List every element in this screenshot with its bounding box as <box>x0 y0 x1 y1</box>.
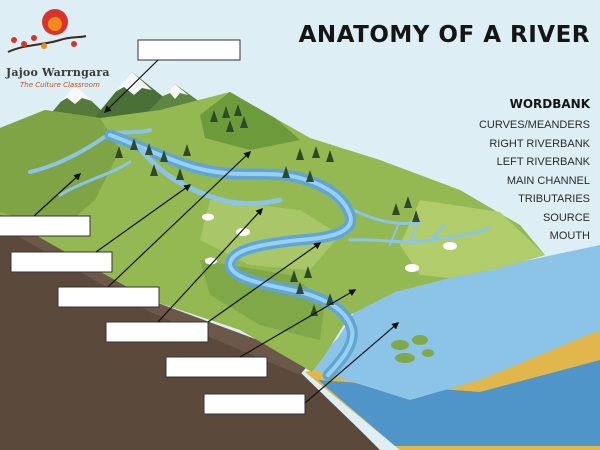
left-hill-shade <box>0 110 120 230</box>
pine-tree <box>412 210 420 222</box>
pine-tree <box>282 166 290 178</box>
river-upper-bend <box>137 145 283 207</box>
pine-tree <box>145 143 153 155</box>
logo-name: Jajoo Warrngara <box>6 66 110 79</box>
arrow-right-riverbank <box>207 242 322 323</box>
pine-tree <box>160 150 168 162</box>
wordbank-item: RIGHT RIVERBANK <box>489 137 590 150</box>
label-boxes <box>0 39 306 415</box>
pine-tree <box>234 104 242 116</box>
mountain-snow-left <box>60 85 92 104</box>
arrow-mouth-inner <box>239 289 357 358</box>
pine-tree <box>130 138 138 150</box>
arrow-source <box>103 59 159 114</box>
delta-island <box>422 349 434 357</box>
tributary-branch <box>389 221 446 246</box>
label-box-curves[interactable] <box>57 286 160 308</box>
logo-tagline: The Culture Classroom <box>20 81 100 89</box>
sheep <box>205 257 217 265</box>
label-box-main-channel[interactable] <box>105 321 209 343</box>
wordbank-item: SOURCE <box>542 211 590 224</box>
logo-blossom-inner <box>48 17 62 31</box>
pine-tree <box>306 170 314 182</box>
delta-island <box>395 353 415 363</box>
label-box-right-riverbank[interactable] <box>165 356 268 378</box>
pine-tree <box>226 120 234 132</box>
wordbank: WORDBANK CURVES/MEANDERS RIGHT RIVERBANK… <box>479 97 590 246</box>
pine-tree <box>296 282 304 294</box>
wordbank-item: CURVES/MEANDERS <box>478 119 590 131</box>
center-hill <box>200 92 300 150</box>
label-box-source[interactable] <box>137 39 241 61</box>
logo-berry <box>21 41 27 47</box>
pine-tree <box>312 146 320 158</box>
logo-berry <box>11 37 17 43</box>
arrow-main-channel <box>157 207 263 323</box>
label-box-mouth[interactable] <box>203 393 306 415</box>
pine-tree <box>290 270 298 282</box>
page-title: ANATOMY OF A RIVER <box>298 22 590 48</box>
wordbank-item: TRIBUTARIES <box>518 193 590 205</box>
arrow-left-riverbank <box>33 173 82 217</box>
pine-tree <box>183 144 191 156</box>
logo-mark <box>7 9 87 53</box>
river-highlight <box>108 133 355 377</box>
wordbank-item: MAIN CHANNEL <box>506 174 590 187</box>
pine-tree <box>176 168 184 180</box>
right-hill-shade <box>400 200 545 278</box>
sheep <box>443 242 457 250</box>
delta-island <box>391 340 409 350</box>
pine-tree <box>240 116 248 128</box>
pine-tree <box>210 110 218 122</box>
arrow-curves <box>107 151 252 288</box>
label-box-tributaries[interactable] <box>10 251 113 273</box>
logo-branch <box>7 35 87 53</box>
tributary-left <box>58 160 132 197</box>
pine-tree <box>392 203 400 215</box>
sea-side-face <box>318 360 600 446</box>
pine-tree <box>326 293 334 305</box>
delta-island <box>412 335 428 345</box>
wordbank-item: LEFT RIVERBANK <box>496 156 590 168</box>
pine-tree <box>150 164 158 176</box>
logo: Jajoo Warrngara The Culture Classroom <box>2 8 122 96</box>
pine-tree <box>404 196 412 208</box>
pine-tree <box>304 266 312 278</box>
pine-tree <box>326 150 334 162</box>
wordbank-title: WORDBANK <box>509 97 590 111</box>
logo-berry <box>41 43 47 49</box>
sheep <box>405 264 419 272</box>
sea-top <box>308 245 600 400</box>
pointer-arrows <box>33 59 400 404</box>
tributary-upper <box>28 128 152 174</box>
pine-tree <box>296 148 304 160</box>
label-box-left-riverbank[interactable] <box>0 215 91 237</box>
wordbank-item: MOUTH <box>549 230 590 242</box>
arrow-mouth <box>304 322 400 404</box>
mountain-snow-right <box>163 84 188 99</box>
pine-tree <box>115 146 123 158</box>
pine-tree <box>222 106 230 118</box>
soil-cross-section <box>0 200 380 450</box>
logo-berry <box>31 35 37 41</box>
sheep <box>202 213 214 221</box>
wordbank-list: CURVES/MEANDERS RIGHT RIVERBANK LEFT RIV… <box>479 116 590 246</box>
soil-top-edge <box>0 210 312 375</box>
logo-berry <box>71 41 77 47</box>
arrow-tributaries <box>95 184 192 253</box>
